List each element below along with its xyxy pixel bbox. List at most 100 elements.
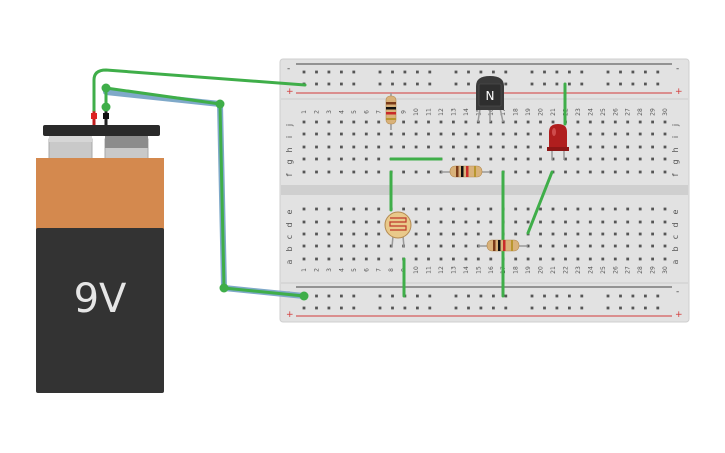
hole-a-11[interactable] xyxy=(427,257,430,261)
hole-c-24[interactable] xyxy=(588,232,592,236)
hole-c-3[interactable] xyxy=(327,232,331,236)
hole-h-4[interactable] xyxy=(340,145,343,149)
wire-node-battery-lower[interactable] xyxy=(101,102,111,112)
hole-a-30[interactable] xyxy=(663,257,667,261)
rail-hole-bottom-minus-11[interactable] xyxy=(454,294,458,298)
hole-f-11[interactable] xyxy=(427,170,430,174)
rail-hole-bottom-plus-21[interactable] xyxy=(606,306,610,310)
hole-f-20[interactable] xyxy=(539,170,542,174)
hole-d-30[interactable] xyxy=(663,220,667,224)
hole-h-24[interactable] xyxy=(588,145,592,149)
hole-b-6[interactable] xyxy=(364,244,368,248)
hole-c-13[interactable] xyxy=(452,232,455,236)
hole-b-25[interactable] xyxy=(601,244,605,248)
hole-i-5[interactable] xyxy=(352,132,356,136)
hole-d-10[interactable] xyxy=(414,220,418,224)
hole-j-14[interactable] xyxy=(464,120,468,124)
hole-b-22[interactable] xyxy=(564,244,567,248)
rail-hole-bottom-minus-20[interactable] xyxy=(580,294,584,298)
hole-c-4[interactable] xyxy=(340,232,343,236)
hole-e-15[interactable] xyxy=(476,207,480,211)
hole-d-26[interactable] xyxy=(613,220,617,224)
hole-b-12[interactable] xyxy=(439,244,443,248)
hole-a-29[interactable] xyxy=(651,257,654,261)
hole-j-7[interactable] xyxy=(377,120,381,124)
hole-b-20[interactable] xyxy=(539,244,542,248)
hole-g-1[interactable] xyxy=(302,157,306,161)
rail-hole-top-minus-1[interactable] xyxy=(302,70,306,74)
hole-e-30[interactable] xyxy=(663,207,667,211)
rail-hole-bottom-plus-20[interactable] xyxy=(580,306,584,310)
hole-b-30[interactable] xyxy=(663,244,667,248)
hole-d-20[interactable] xyxy=(539,220,542,224)
hole-h-7[interactable] xyxy=(377,145,381,149)
hole-b-7[interactable] xyxy=(377,244,381,248)
hole-b-27[interactable] xyxy=(626,244,630,248)
rail-hole-bottom-minus-9[interactable] xyxy=(416,294,419,298)
hole-d-5[interactable] xyxy=(352,220,356,224)
hole-d-25[interactable] xyxy=(601,220,605,224)
rail-hole-top-minus-17[interactable] xyxy=(543,70,546,74)
rail-hole-bottom-plus-11[interactable] xyxy=(454,306,458,310)
hole-a-24[interactable] xyxy=(588,257,592,261)
hole-g-17[interactable] xyxy=(501,157,505,161)
hole-h-20[interactable] xyxy=(539,145,542,149)
rail-hole-top-plus-10[interactable] xyxy=(428,82,432,86)
rail-hole-bottom-plus-3[interactable] xyxy=(327,306,331,310)
hole-a-26[interactable] xyxy=(613,257,617,261)
wire-led-diagonal[interactable] xyxy=(526,170,554,235)
rail-hole-bottom-minus-6[interactable] xyxy=(378,294,382,298)
wire-node-rail-end[interactable] xyxy=(299,291,309,301)
hole-c-12[interactable] xyxy=(439,232,443,236)
hole-f-24[interactable] xyxy=(588,170,592,174)
hole-i-11[interactable] xyxy=(427,132,430,136)
hole-j-20[interactable] xyxy=(539,120,542,124)
hole-e-4[interactable] xyxy=(340,207,343,211)
hole-g-30[interactable] xyxy=(663,157,667,161)
hole-i-1[interactable] xyxy=(302,132,306,136)
hole-h-8[interactable] xyxy=(389,145,393,149)
rail-hole-top-plus-21[interactable] xyxy=(606,82,610,86)
hole-g-20[interactable] xyxy=(539,157,542,161)
hole-b-28[interactable] xyxy=(638,244,642,248)
hole-i-28[interactable] xyxy=(638,132,642,136)
rail-hole-bottom-minus-17[interactable] xyxy=(543,294,546,298)
hole-g-16[interactable] xyxy=(489,157,493,161)
hole-i-13[interactable] xyxy=(452,132,455,136)
rail-hole-top-plus-2[interactable] xyxy=(315,82,318,86)
hole-d-3[interactable] xyxy=(327,220,331,224)
hole-g-18[interactable] xyxy=(514,157,518,161)
hole-a-16[interactable] xyxy=(489,257,493,261)
hole-h-5[interactable] xyxy=(352,145,356,149)
hole-a-1[interactable] xyxy=(302,257,306,261)
hole-h-16[interactable] xyxy=(489,145,493,149)
hole-e-11[interactable] xyxy=(427,207,430,211)
hole-f-6[interactable] xyxy=(364,170,368,174)
rail-hole-bottom-plus-12[interactable] xyxy=(467,306,470,310)
rail-hole-bottom-plus-22[interactable] xyxy=(619,306,622,310)
rail-hole-bottom-plus-15[interactable] xyxy=(504,306,508,310)
hole-f-5[interactable] xyxy=(352,170,356,174)
hole-i-24[interactable] xyxy=(588,132,592,136)
rail-hole-top-minus-18[interactable] xyxy=(555,70,559,74)
hole-h-14[interactable] xyxy=(464,145,468,149)
hole-e-22[interactable] xyxy=(564,207,567,211)
hole-j-23[interactable] xyxy=(576,120,580,124)
hole-g-25[interactable] xyxy=(601,157,605,161)
hole-j-3[interactable] xyxy=(327,120,331,124)
rail-hole-top-minus-8[interactable] xyxy=(403,70,407,74)
rail-hole-top-plus-16[interactable] xyxy=(530,82,534,86)
hole-f-29[interactable] xyxy=(651,170,654,174)
rail-hole-top-minus-5[interactable] xyxy=(352,70,356,74)
hole-a-27[interactable] xyxy=(626,257,630,261)
hole-i-23[interactable] xyxy=(576,132,580,136)
rail-hole-bottom-minus-16[interactable] xyxy=(530,294,534,298)
hole-f-2[interactable] xyxy=(315,170,318,174)
hole-j-19[interactable] xyxy=(526,120,530,124)
rail-hole-top-minus-21[interactable] xyxy=(606,70,610,74)
hole-c-7[interactable] xyxy=(377,232,381,236)
hole-j-24[interactable] xyxy=(588,120,592,124)
hole-h-13[interactable] xyxy=(452,145,455,149)
hole-j-27[interactable] xyxy=(626,120,630,124)
hole-d-18[interactable] xyxy=(514,220,518,224)
